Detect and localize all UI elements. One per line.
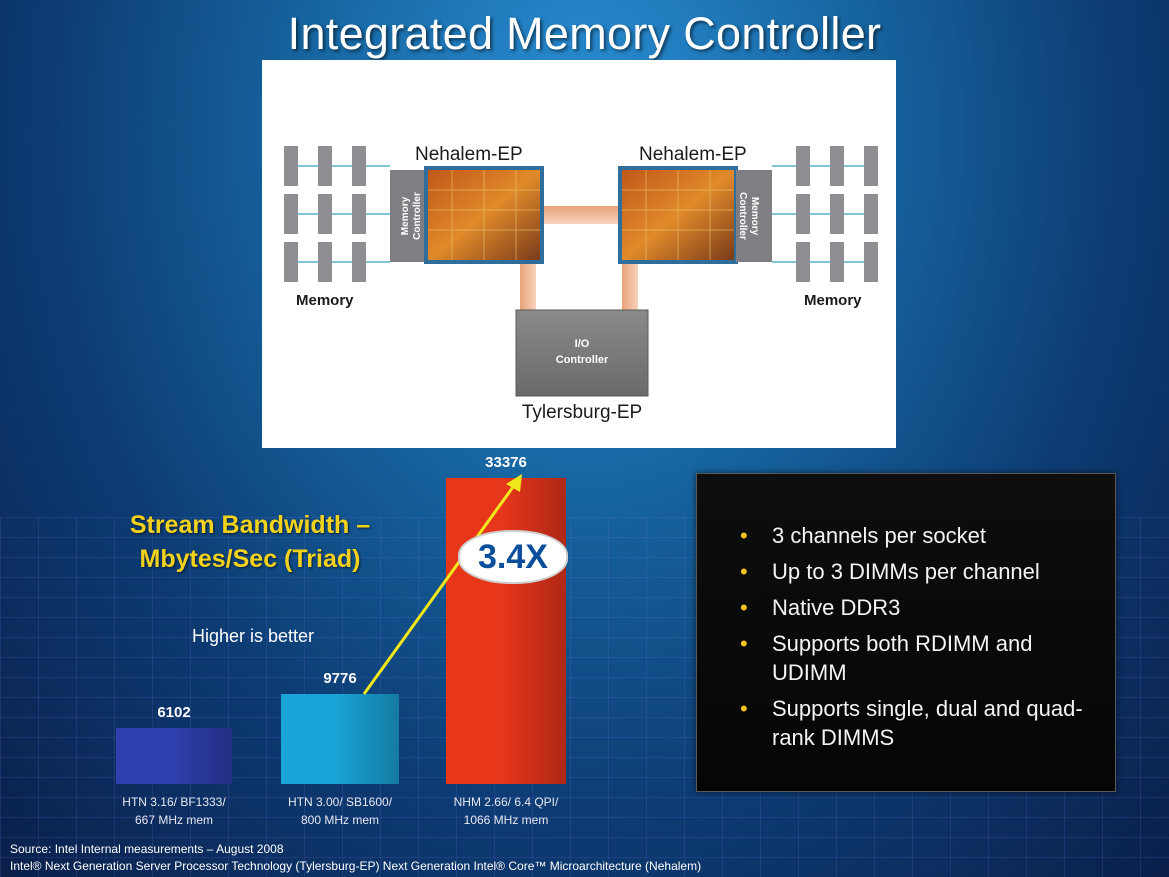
bar-category-line: 800 MHz mem: [300, 813, 380, 827]
qpi-link-cpus: [544, 206, 618, 224]
feature-bullet: • Native DDR3: [740, 593, 1100, 622]
bar-category-line: HTN 3.00/ SB1600/: [287, 795, 393, 809]
io-controller-text: I/O Controller: [516, 336, 648, 368]
feature-text: Up to 3 DIMMs per channel: [772, 559, 1040, 584]
svg-text:Memory: Memory: [749, 197, 760, 236]
right-memory-label: Memory: [804, 292, 862, 309]
feature-bullet: • 3 channels per socket: [740, 521, 1100, 550]
bar-category-line: HTN 3.16/ BF1333/: [122, 795, 226, 809]
bullet-dot-icon: •: [740, 696, 748, 721]
left-memory-links: [298, 165, 390, 263]
bullet-dot-icon: •: [740, 595, 748, 620]
right-memory-links: [772, 165, 864, 263]
bar-category-line: NHM 2.66/ 6.4 QPI/: [453, 795, 559, 809]
left-memory-bank: [284, 146, 366, 282]
bar-2: [281, 694, 399, 784]
bar-category-line: 1066 MHz mem: [463, 813, 549, 827]
bullet-dot-icon: •: [740, 559, 748, 584]
bar-category-line: 667 MHz mem: [134, 813, 214, 827]
qpi-link-left-io: [520, 264, 536, 310]
feature-text: Supports both RDIMM and UDIMM: [772, 631, 1033, 685]
bullet-dot-icon: •: [740, 523, 748, 548]
footer-note: Intel® Next Generation Server Processor …: [10, 859, 702, 873]
left-cpu-label: Nehalem-EP: [415, 144, 523, 165]
bar-category-label: NHM 2.66/ 6.4 QPI/1066 MHz mem: [421, 793, 591, 829]
bar-value-label: 33376: [485, 454, 527, 471]
feature-text: Supports single, dual and quad-rank DIMM…: [772, 696, 1083, 750]
chipset-label: Tylersburg-EP: [521, 402, 643, 423]
right-memory-bank: [796, 146, 878, 282]
qpi-link-right-io: [622, 264, 638, 310]
ratio-badge: 3.4X: [458, 530, 568, 584]
bar-category-label: HTN 3.00/ SB1600/800 MHz mem: [255, 793, 425, 829]
slide-title: Integrated Memory Controller: [287, 8, 882, 59]
bar-category-label: HTN 3.16/ BF1333/667 MHz mem: [89, 793, 259, 829]
bar-value-label: 9776: [323, 670, 357, 687]
feature-bullet: • Supports single, dual and quad-rank DIM…: [740, 694, 1100, 752]
bullet-dot-icon: •: [740, 631, 748, 656]
architecture-diagram: Memory Controller Memory Controller: [262, 60, 896, 448]
svg-text:Memory: Memory: [400, 196, 411, 235]
svg-text:Controller: Controller: [412, 192, 423, 240]
feature-text: Native DDR3: [772, 595, 901, 620]
feature-text: 3 channels per socket: [772, 523, 987, 548]
features-list: • 3 channels per socket • Up to 3 DIMMs per…: [740, 521, 1100, 759]
bar-value-label: 6102: [157, 704, 191, 721]
right-cpu-label: Nehalem-EP: [639, 144, 747, 165]
svg-text:Controller: Controller: [737, 192, 748, 240]
left-memory-controller: [390, 170, 426, 262]
source-note: Source: Intel Internal measurements – Au…: [10, 842, 284, 856]
chart-subtitle: Higher is better: [192, 626, 315, 646]
feature-bullet: • Supports both RDIMM and UDIMM: [740, 629, 1100, 687]
left-memory-label: Memory: [296, 292, 354, 309]
io-line1: I/O: [574, 338, 590, 350]
io-line2: Controller: [555, 354, 609, 366]
feature-bullet: • Up to 3 DIMMs per channel: [740, 557, 1100, 586]
features-panel: • 3 channels per socket • Up to 3 DIMMs per…: [696, 473, 1116, 792]
right-memory-controller: [736, 170, 772, 262]
diagram-graphics: Memory Controller Memory Controller: [284, 146, 878, 397]
chart-title: Stream Bandwidth – Mbytes/Sec (Triad): [129, 511, 371, 573]
io-controller-box: [515, 309, 649, 397]
bar-1: [116, 728, 232, 784]
bar-3: [446, 478, 566, 784]
